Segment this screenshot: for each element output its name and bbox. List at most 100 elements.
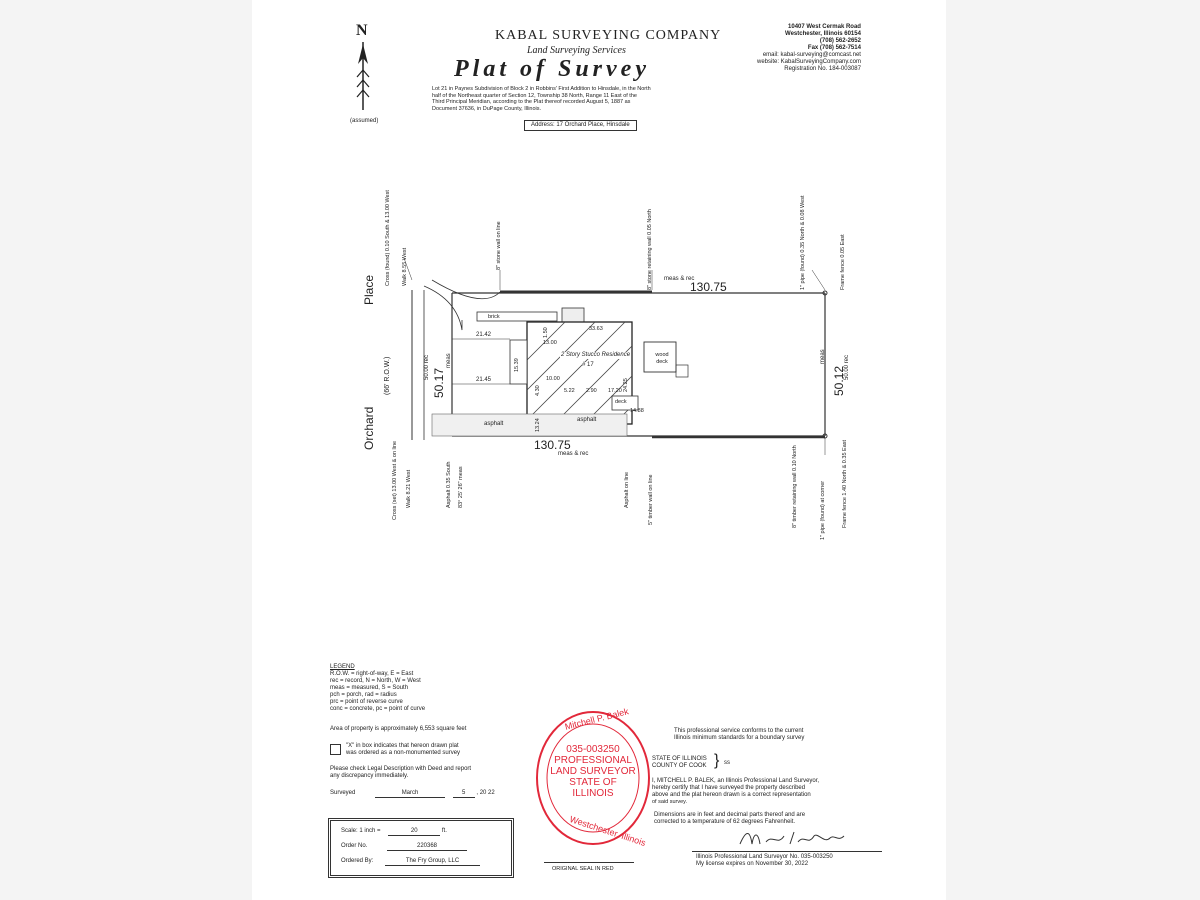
porch — [509, 339, 528, 385]
note-top: Frame fence 0.05 East — [840, 234, 846, 290]
conform-statement: This professional service conforms to th… — [674, 728, 804, 742]
left-dimension: 50.17 — [432, 367, 446, 398]
street-name-orchard: Orchard — [362, 406, 376, 450]
legend-item: meas = measured, S = South — [330, 685, 409, 691]
street-name-place: Place — [362, 274, 376, 305]
conform-line: This professional service conforms to th… — [674, 728, 804, 734]
bottom-dimension: 130.75 — [534, 438, 571, 452]
checkbox-note-line: "X" in box indicates that hereon drawn p… — [346, 743, 459, 749]
residence-label: 2 Story Stucco Residence — [560, 352, 632, 359]
left-rec: 50.00 rec — [424, 354, 430, 380]
leader-line — [811, 269, 826, 291]
checkbox-note-line: was ordered as a non-monumented survey — [346, 750, 461, 756]
dim-value: 21.42 — [476, 332, 492, 338]
seal-line: PROFESSIONAL — [554, 755, 632, 766]
signature-line — [692, 851, 882, 852]
contact-line: (708) 562-2652 — [819, 38, 861, 44]
checkbox-note: "X" in box indicates that hereon drawn p… — [346, 743, 460, 757]
pipe-marker — [822, 290, 828, 296]
north-arrow: N — [348, 22, 378, 112]
dim-value: 14.88 — [630, 408, 644, 414]
order-label: Order No. — [341, 843, 368, 849]
brick-walk — [476, 311, 558, 322]
legend-item: rec = record, N = North, W = West — [330, 678, 421, 684]
legend-item: conc = concrete, pc = point of curve — [330, 706, 426, 712]
legend: LEGEND R.O.W. = right-of-way, E = East r… — [330, 664, 425, 713]
order-box: Scale: 1 inch = 20 ft. Order No. 220368 … — [328, 818, 514, 878]
address-box: Address: 17 Orchard Place, Hinsdale — [524, 120, 637, 131]
right-meas: meas — [820, 349, 826, 364]
seal-number: 035-003250 — [566, 744, 620, 755]
curved-walk-2 — [431, 279, 501, 300]
check-note: Please check Legal Description with Deed… — [330, 766, 471, 780]
asphalt-label-2: asphalt — [577, 417, 597, 423]
non-monumented-checkbox — [330, 744, 341, 755]
check-note-line: Please check Legal Description with Deed… — [330, 766, 472, 772]
note-bottom: 83° 25' 26" meas — [458, 466, 464, 508]
survey-sheet: N (assumed) KABAL SURVEYING COMPANY Land… — [252, 0, 946, 900]
dimension-line: Dimensions are in feet and decimal parts… — [654, 812, 806, 818]
note-bottom: Asphalt on line — [624, 471, 630, 508]
dim-value: 33.63 — [589, 326, 603, 332]
note-top: 8" stone wall on line — [496, 221, 502, 270]
contact-line: Fax (708) 562-7514 — [807, 45, 861, 51]
contact-block: 10407 West Cermak Road Westchester, Illi… — [757, 24, 861, 73]
note-bottom: Frame fence 1.40 North & 0.35 East — [842, 439, 848, 528]
dim-value: 2.90 — [586, 388, 597, 394]
note-bottom: Walk 8.21 West — [406, 469, 412, 508]
state-label: STATE OF ILLINOIS — [652, 756, 707, 762]
conform-line: Illinois minimum standards for a boundar… — [674, 735, 805, 741]
surveyed-row: Surveyed March 5 , 20 22 — [330, 790, 495, 798]
asphalt-label: asphalt — [484, 421, 504, 427]
cert-line: I, MITCHELL P. BALEK, an Illinois Profes… — [652, 778, 820, 784]
dim-value: 5.22 — [564, 388, 575, 394]
certification-statement: I, MITCHELL P. BALEK, an Illinois Profes… — [652, 778, 819, 806]
license-number: Illinois Professional Land Surveyor No. … — [696, 854, 833, 860]
legal-line: Lot 21 in Paynes Subdivision of Block 2 … — [432, 86, 651, 92]
bottom-meas-label: meas & rec — [558, 451, 589, 457]
seal-caption-line — [544, 862, 634, 863]
note-top: Walk 8.55 West — [402, 247, 408, 286]
note-top: Cross (found) 0.10 South & 13.00 West — [385, 190, 391, 286]
plat-drawing — [403, 257, 828, 455]
small-deck — [611, 395, 639, 411]
note-bottom: Asphalt 0.35 South — [446, 461, 452, 508]
company-name: KABAL SURVEYING COMPANY — [495, 28, 722, 43]
jurisdiction: STATE OF ILLINOIS COUNTY OF COOK — [652, 756, 707, 770]
surveyor-signature — [739, 831, 845, 845]
contact-line: website: KabalSurveyingCompany.com — [757, 59, 861, 65]
left-meas: meas — [446, 353, 452, 368]
dim-value: 15.39 — [514, 358, 520, 372]
legend-title: LEGEND — [330, 664, 355, 670]
license-info: Illinois Professional Land Surveyor No. … — [696, 854, 833, 868]
deck-steps — [675, 364, 689, 378]
leader-line — [403, 257, 413, 281]
seal-icon — [536, 711, 650, 845]
cert-line: of said survey. — [652, 799, 688, 805]
brace-icon: } — [714, 752, 720, 769]
surveyor-seal: Mitchell P. Balek 035-003250 PROFESSIONA… — [534, 706, 652, 848]
scale-value: 20 — [388, 828, 441, 836]
note-top: 1" pipe (found) 0.35 North & 0.08 West — [800, 195, 806, 291]
legal-line: half of the Northeast quarter of Section… — [432, 92, 637, 99]
legend-item: pch = porch, rad = radius — [330, 692, 397, 698]
legal-description: Lot 21 in Paynes Subdivision of Block 2 … — [432, 86, 651, 112]
brick-label: brick — [488, 314, 500, 320]
street-row: (66' R.O.W.) — [384, 356, 391, 395]
ss-label: ss — [724, 760, 730, 766]
dimension-statement: Dimensions are in feet and decimal parts… — [654, 812, 805, 826]
note-top: 8" stone retaining wall 0.05 North — [647, 209, 653, 290]
north-note: (assumed) — [350, 118, 379, 124]
dim-value: 21.45 — [476, 377, 492, 383]
residence-number: # 17 — [582, 362, 594, 369]
contact-line: email: kabal-surveying@comcast.net — [762, 52, 861, 58]
wood-deck-label: wood deck — [655, 352, 669, 365]
surveyed-label: Surveyed — [330, 790, 356, 796]
legal-line: Document 37636, in DuPage County, Illino… — [432, 105, 542, 112]
ordered-by-row: Ordered By: The Fry Group, LLC — [341, 858, 481, 866]
contact-line: Registration No. 184-003087 — [784, 66, 861, 72]
document-title: Plat of Survey — [454, 56, 650, 82]
deck-label: deck — [615, 399, 627, 405]
seal-line: LAND SURVEYOR — [550, 766, 636, 777]
check-note-line: any discrepancy immediately. — [330, 773, 409, 779]
